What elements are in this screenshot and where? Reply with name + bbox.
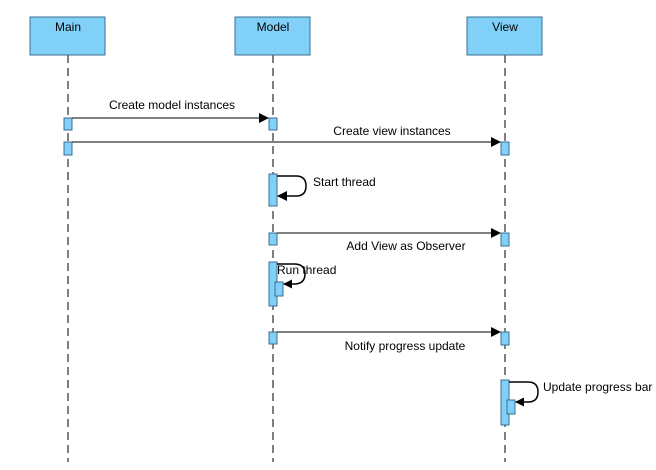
activation-model-3 xyxy=(268,232,278,246)
participant-view[interactable]: View xyxy=(466,16,543,56)
message-label-run-thread: Run thread xyxy=(277,263,336,277)
activation-model-1 xyxy=(268,117,278,131)
self-call-update-progress xyxy=(509,381,539,407)
activation-view-2 xyxy=(500,232,510,247)
message-label-start-thread: Start thread xyxy=(313,175,376,189)
activation-model-2 xyxy=(268,173,278,207)
participant-model[interactable]: Model xyxy=(234,16,311,56)
activation-view-3 xyxy=(500,331,510,346)
activation-model-4-nested xyxy=(274,281,284,297)
self-call-start-thread xyxy=(277,175,307,201)
activation-model-5 xyxy=(268,331,278,345)
participant-view-label: View xyxy=(492,20,518,34)
message-label-create-model: Create model instances xyxy=(109,98,235,112)
message-label-update-progress: Update progress bar xyxy=(543,380,652,394)
message-label-notify-progress: Notify progress update xyxy=(345,339,466,353)
activation-view-1 xyxy=(500,141,510,156)
activation-main-1 xyxy=(63,117,73,131)
message-label-create-view: Create view instances xyxy=(333,124,450,138)
participant-main-label: Main xyxy=(55,20,81,34)
participant-main[interactable]: Main xyxy=(29,16,106,56)
self-call-run-thread xyxy=(277,263,306,289)
activation-view-4-nested xyxy=(506,399,516,415)
participant-model-label: Model xyxy=(257,20,290,34)
message-label-add-observer: Add View as Observer xyxy=(346,239,465,253)
activation-main-2 xyxy=(63,141,73,156)
